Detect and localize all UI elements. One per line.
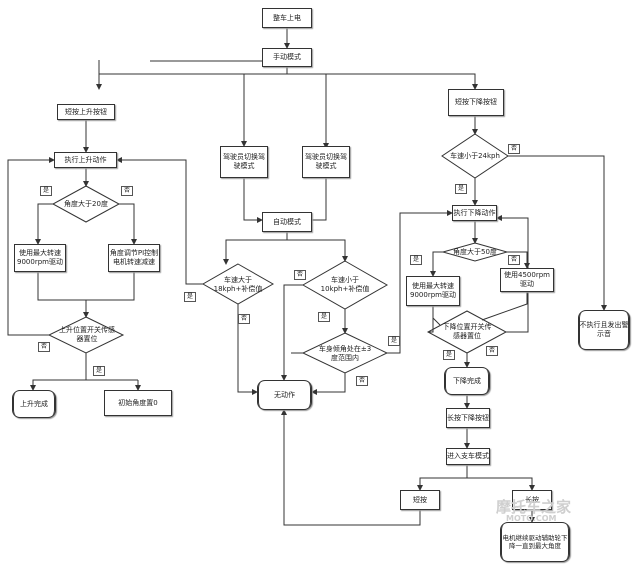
node-angle-gt-20: 角度大于20度 bbox=[64, 199, 108, 208]
node-long-down: 长按下降按钮 bbox=[446, 408, 490, 428]
label-yes-uplimit: 是 bbox=[93, 366, 106, 376]
label-no-tilt: 否 bbox=[356, 376, 369, 386]
label-yes-downlimit: 是 bbox=[443, 350, 456, 360]
label-no-speed18: 否 bbox=[238, 314, 251, 324]
node-speed-4500: 使用4500rpm驱动 bbox=[500, 268, 554, 292]
node-motor-continue: 电机继续驱动辅助轮下降一直到最大角度 bbox=[500, 522, 570, 562]
label-yes-speed24: 是 bbox=[455, 184, 468, 194]
label-yes-angle50: 是 bbox=[410, 255, 423, 265]
label-no-angle20: 否 bbox=[121, 186, 134, 196]
node-speed-lt-24: 车速小于24kph bbox=[450, 151, 500, 160]
node-no-exec-warning: 不执行且发出警示音 bbox=[578, 310, 630, 350]
watermark-url: MOTO.COM bbox=[506, 514, 557, 523]
node-manual-mode: 手动模式 bbox=[262, 48, 312, 67]
node-exec-down: 执行下降动作 bbox=[452, 205, 497, 221]
label-no-uplimit: 否 bbox=[38, 342, 51, 352]
label-no-angle50: 否 bbox=[508, 255, 521, 265]
node-angle-gt-50: 角度大于50度 bbox=[453, 247, 497, 256]
node-no-action: 无动作 bbox=[257, 380, 312, 410]
node-max-speed-up: 使用最大转速9000rpm驱动 bbox=[14, 244, 66, 272]
label-yes-angle20: 是 bbox=[40, 186, 53, 196]
node-driver-switch-right: 驾驶员切换驾驶模式 bbox=[302, 146, 350, 178]
label-yes-tilt: 是 bbox=[388, 336, 401, 346]
node-support-mode: 进入支车模式 bbox=[446, 448, 490, 465]
label-no-speed24: 否 bbox=[508, 144, 521, 154]
node-down-done: 下降完成 bbox=[444, 367, 490, 395]
label-no-downlimit: 否 bbox=[486, 346, 499, 356]
watermark-logo: 摩托车之家 bbox=[496, 498, 572, 516]
node-up-done: 上升完成 bbox=[12, 390, 56, 418]
node-short-down: 短按下降按钮 bbox=[448, 89, 504, 116]
node-speed-lt-10: 车速小于10kph+补偿值 bbox=[320, 276, 370, 293]
node-driver-switch-left: 驾驶员切换驾驶模式 bbox=[220, 146, 268, 178]
node-long-press: 长按 bbox=[512, 490, 552, 510]
node-exec-up: 执行上升动作 bbox=[54, 152, 117, 168]
node-speed-gt-18: 车速大于18kph+补偿值 bbox=[213, 276, 263, 293]
node-power-on: 整车上电 bbox=[262, 8, 312, 28]
node-short-up: 短按上升按钮 bbox=[57, 104, 115, 120]
node-angle-pi-up: 角度调节PI控制电机转速减速 bbox=[108, 244, 160, 272]
node-up-limit: 上升位置开关传感器置位 bbox=[59, 326, 115, 343]
label-yes-speed18: 是 bbox=[184, 292, 197, 302]
label-yes-speed10: 是 bbox=[318, 312, 331, 322]
node-down-limit: 下降位置开关传感器置位 bbox=[442, 323, 492, 340]
node-zero-angle: 初始角度置0 bbox=[104, 390, 172, 416]
node-short-press: 短按 bbox=[400, 490, 440, 510]
node-max-speed-down: 使用最大转速9000rpm驱动 bbox=[406, 276, 460, 306]
label-no-speed10: 否 bbox=[294, 270, 307, 280]
node-auto-mode: 自动模式 bbox=[262, 212, 312, 232]
node-tilt-check: 车身倾角处在±3度范围内 bbox=[318, 345, 372, 362]
